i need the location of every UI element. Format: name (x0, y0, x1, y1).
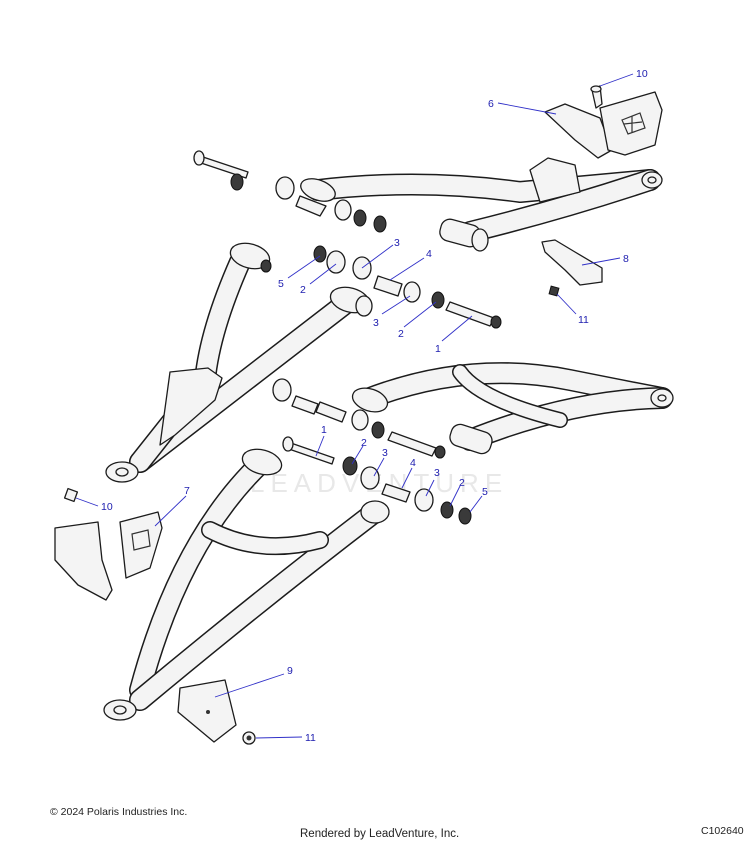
bushing-set-middle[interactable] (313, 245, 502, 329)
callout-4-lower-label: 4 (410, 457, 416, 469)
bolt-10-top[interactable] (590, 85, 603, 109)
figure-code: C102640 (701, 825, 744, 837)
callout-11-bottom: 11 (255, 732, 316, 744)
callout-9-label: 9 (287, 665, 293, 677)
callout-6-label: 6 (488, 98, 494, 110)
callout-2-lower-a-label: 2 (361, 437, 367, 449)
callout-3-lower-b-label: 3 (434, 467, 440, 479)
callout-4-lower: 4 (401, 457, 416, 489)
callout-8-label: 8 (623, 253, 629, 265)
callout-8: 8 (581, 253, 629, 266)
callout-1-upper: 1 (435, 315, 473, 355)
lower-a-arm-right[interactable] (349, 362, 674, 456)
callout-1-lower-label: 1 (321, 424, 327, 436)
nut-10-bottom[interactable] (63, 487, 79, 503)
callout-2-lower-b-label: 2 (459, 477, 465, 489)
bushing-set-lower[interactable] (272, 378, 446, 459)
bracket-9[interactable] (177, 679, 237, 743)
callout-2-lower-b: 2 (449, 477, 465, 507)
callout-5-upper: 5 (278, 255, 321, 290)
callout-10-top-label: 10 (636, 68, 648, 80)
nut-11-top[interactable] (548, 285, 560, 297)
bushing-set-bottom[interactable] (342, 456, 472, 525)
bracket-6[interactable] (544, 91, 663, 159)
callout-5-upper-label: 5 (278, 278, 284, 290)
upper-a-arm-middle[interactable] (105, 239, 373, 483)
callout-3-lower-b: 3 (425, 467, 440, 497)
nut-11-bottom[interactable] (242, 731, 256, 745)
callout-5-lower: 5 (469, 486, 488, 513)
callout-4-upper-label: 4 (426, 248, 432, 260)
callout-11-bottom-label: 11 (305, 732, 316, 744)
callout-3-upper-a: 3 (361, 237, 400, 269)
callout-7-label: 7 (184, 485, 190, 497)
callout-11-top-label: 11 (578, 314, 589, 326)
upper-a-arm-top[interactable] (298, 157, 663, 252)
callout-2-upper-a: 2 (300, 263, 337, 296)
callout-3-upper-a-label: 3 (394, 237, 400, 249)
callout-2-upper-b: 2 (398, 301, 437, 340)
bracket-8[interactable] (541, 239, 603, 286)
callout-4-upper: 4 (389, 248, 432, 281)
bolt-top[interactable] (193, 150, 249, 179)
callout-10-bottom-label: 10 (101, 501, 113, 513)
callout-3-lower-a: 3 (373, 447, 388, 477)
bolt-bottom[interactable] (282, 436, 335, 465)
callout-10-bottom: 10 (75, 497, 113, 513)
rendered-by-text: Rendered by LeadVenture, Inc. (300, 828, 460, 840)
callout-6: 6 (488, 98, 557, 115)
bracket-7[interactable] (54, 511, 163, 601)
callout-10-top: 10 (599, 68, 648, 87)
callout-11-top: 11 (556, 293, 589, 326)
callout-3-upper-b-label: 3 (373, 317, 379, 329)
watermark-text: LEADVENTURE (250, 468, 508, 498)
callout-2-upper-a-label: 2 (300, 284, 306, 296)
callout-3-lower-a-label: 3 (382, 447, 388, 459)
callout-9: 9 (214, 665, 293, 698)
callout-1-upper-label: 1 (435, 343, 441, 355)
copyright-text: © 2024 Polaris Industries Inc. (50, 806, 188, 818)
lower-a-arm-bottom[interactable] (103, 445, 390, 721)
callout-2-upper-b-label: 2 (398, 328, 404, 340)
callout-3-upper-b: 3 (373, 295, 411, 329)
callout-7: 7 (154, 485, 190, 527)
callout-2-lower-a: 2 (351, 437, 367, 465)
callout-1-lower: 1 (315, 424, 327, 457)
callout-5-lower-label: 5 (482, 486, 488, 498)
bushing-set-top[interactable] (230, 173, 387, 233)
